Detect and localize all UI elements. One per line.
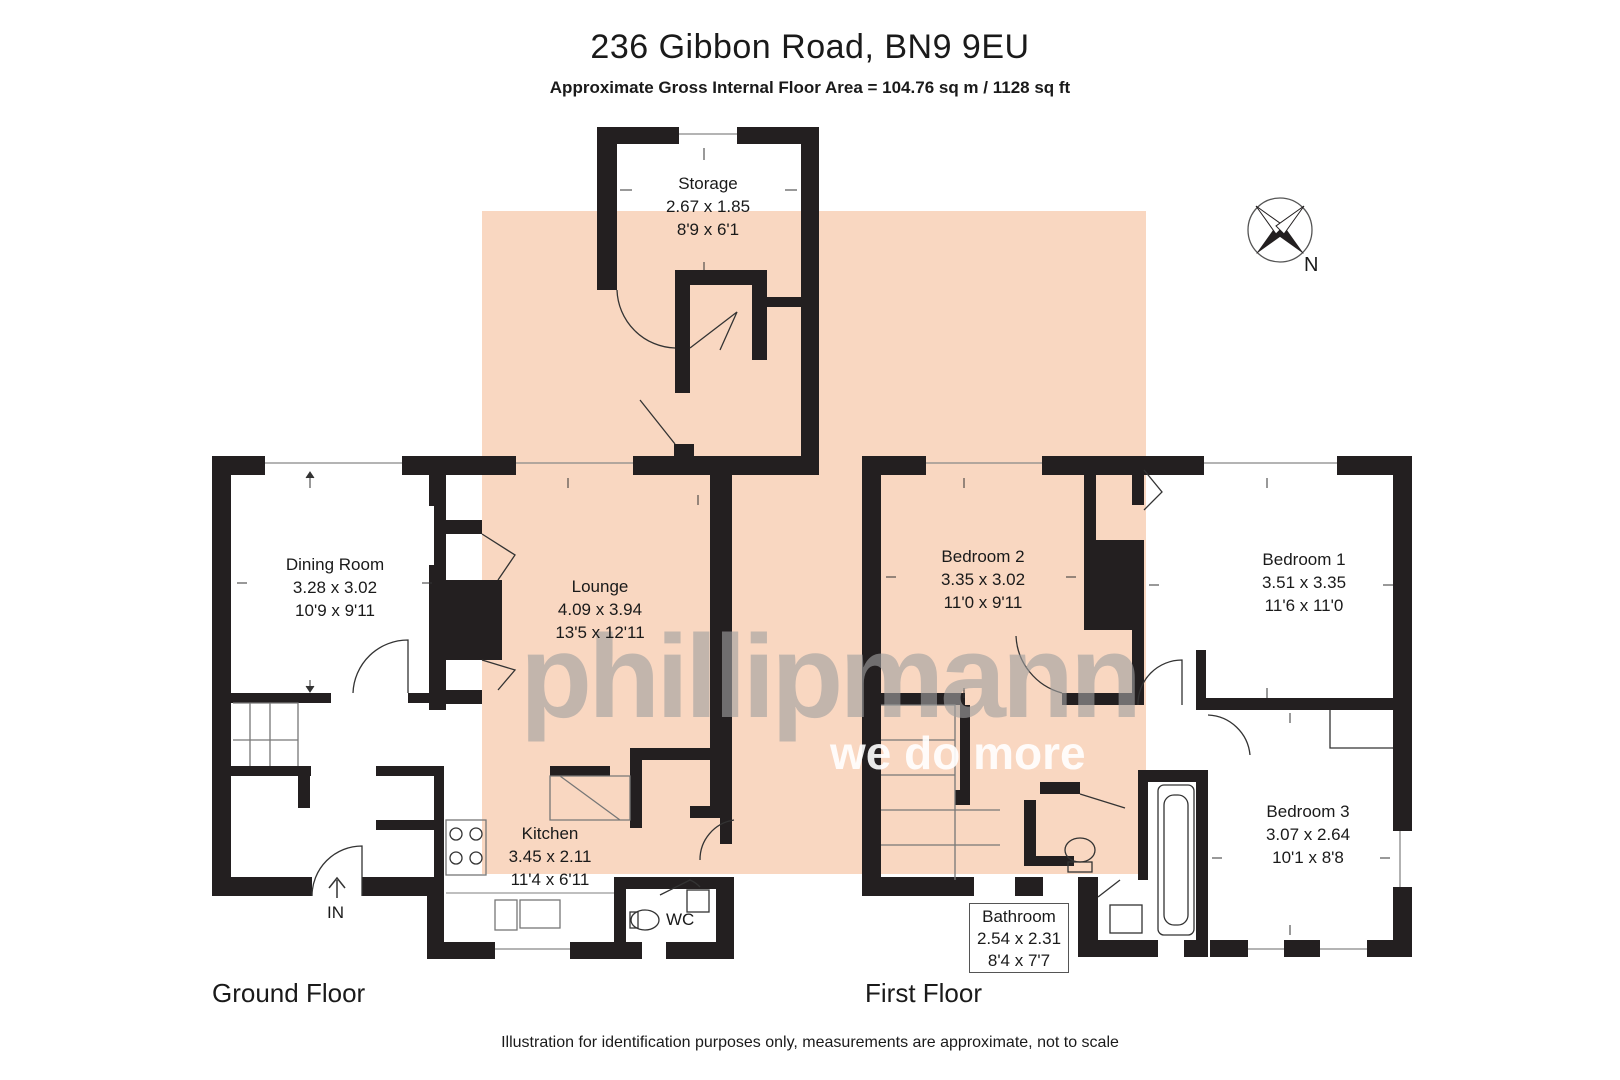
room-metric: 3.35 x 3.02 [940, 570, 1026, 589]
room-label-kitchen: Kitchen 3.45 x 2.11 11'4 x 6'11 [509, 822, 592, 891]
room-metric: 3.07 x 2.64 [1265, 825, 1351, 844]
room-metric: 2.67 x 1.85 [665, 197, 751, 216]
room-name: Bedroom 1 [1262, 550, 1346, 569]
room-name: Storage [678, 174, 738, 193]
room-name: Kitchen [521, 824, 579, 843]
room-imperial: 11'4 x 6'11 [510, 870, 590, 889]
room-imperial: 10'9 x 9'11 [295, 601, 375, 620]
room-metric: 2.54 x 2.31 [976, 929, 1062, 948]
compass-north-label: N [1304, 254, 1319, 276]
ground-floor-walls [212, 127, 819, 959]
compass-icon [1247, 197, 1313, 263]
room-imperial: 8'4 x 7'7 [987, 951, 1051, 970]
entrance-label: IN [327, 903, 344, 922]
room-label-bedroom1: Bedroom 1 3.51 x 3.35 11'6 x 11'0 [1262, 548, 1346, 617]
room-name: Bedroom 3 [1266, 802, 1350, 821]
room-label-dining: Dining Room 3.28 x 3.02 10'9 x 9'11 [286, 553, 384, 622]
first-floor-label: First Floor [865, 978, 982, 1008]
room-metric: 4.09 x 3.94 [557, 600, 643, 619]
room-name: Bedroom 2 [941, 547, 1025, 566]
page-title: 236 Gibbon Road, BN9 9EU [590, 28, 1030, 66]
room-label-storage: Storage 2.67 x 1.85 8'9 x 6'1 [666, 172, 750, 241]
disclaimer-text: Illustration for identification purposes… [501, 1034, 1119, 1051]
room-label-bathroom: Bathroom 2.54 x 2.31 8'4 x 7'7 [969, 903, 1069, 973]
room-imperial: 13'5 x 12'11 [555, 623, 645, 642]
floor-area-subtitle: Approximate Gross Internal Floor Area = … [549, 78, 1071, 97]
room-label-bedroom3: Bedroom 3 3.07 x 2.64 10'1 x 8'8 [1266, 800, 1350, 869]
room-imperial: 10'1 x 8'8 [1272, 848, 1344, 867]
room-imperial: 11'0 x 9'11 [943, 593, 1023, 612]
room-metric: 3.45 x 2.11 [508, 847, 592, 866]
entrance-arrow-icon [328, 876, 346, 898]
watermark-brand: phillipmann [520, 611, 1142, 743]
room-label-lounge: Lounge 4.09 x 3.94 13'5 x 12'11 [555, 575, 644, 644]
room-name: Dining Room [285, 555, 385, 574]
ground-floor-label: Ground Floor [212, 978, 366, 1008]
room-imperial: 11'6 x 11'0 [1264, 596, 1344, 615]
room-metric: 3.51 x 3.35 [1261, 573, 1347, 592]
room-metric: 3.28 x 3.02 [292, 578, 378, 597]
room-name: Bathroom [982, 907, 1056, 926]
watermark-tagline: we do more [830, 727, 1086, 779]
first-floor-walls [862, 456, 1412, 957]
room-label-wc: WC [666, 910, 695, 929]
room-label-bedroom2: Bedroom 2 3.35 x 3.02 11'0 x 9'11 [941, 545, 1025, 614]
doors-and-fittings [233, 133, 1401, 950]
dimension-arrows [237, 148, 1393, 935]
room-name: Lounge [571, 577, 629, 596]
room-imperial: 8'9 x 6'1 [676, 220, 740, 239]
